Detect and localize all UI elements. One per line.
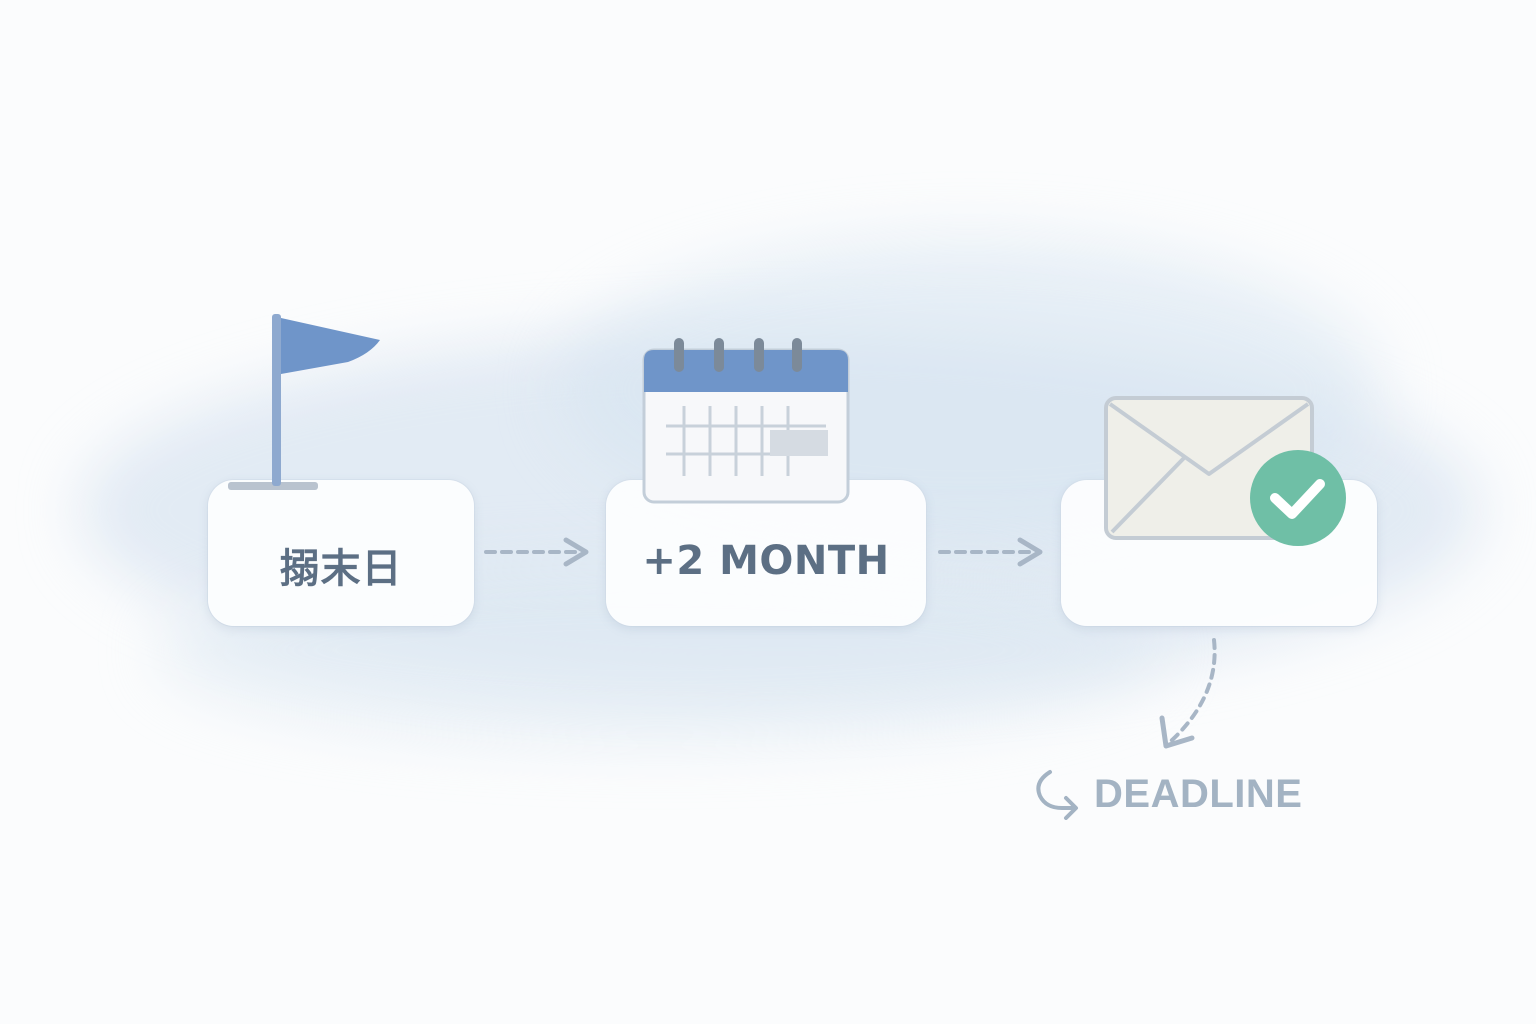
deadline-label: DEADLINE: [1094, 772, 1303, 816]
deadline-arrow: [1159, 638, 1217, 749]
deadline-row: DEADLINE: [1030, 764, 1330, 824]
calendar-icon: [642, 338, 850, 504]
envelope-check-icon: [1104, 396, 1346, 546]
step-card-offset: +2 MONTH: [606, 480, 926, 626]
step-label-offset: +2 MONTH: [642, 538, 890, 584]
flag-icon: [228, 314, 380, 490]
curved-arrow-icon: [1036, 770, 1078, 820]
flow-arrow: [938, 537, 1043, 567]
step-card-start: 搦末日: [208, 480, 474, 626]
step-label-start: 搦末日: [279, 546, 403, 592]
flow-arrow: [484, 537, 589, 567]
